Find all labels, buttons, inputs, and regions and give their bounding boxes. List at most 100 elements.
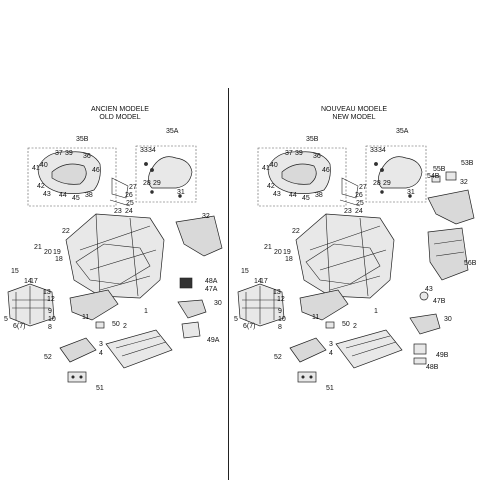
callout-label: 3 — [329, 341, 333, 348]
callout-label: 23 — [344, 208, 352, 215]
callout-label: 13 — [43, 289, 51, 296]
new-model-title-fr: NOUVEAU MODELE — [320, 106, 388, 113]
callout-label: 52 — [44, 354, 52, 361]
callout-label: 51 — [96, 385, 104, 392]
callout-label: 49A — [207, 337, 220, 344]
callout-label: 13 — [273, 289, 281, 296]
callout-label: 28 — [143, 180, 151, 187]
callout-label: 47B — [433, 298, 446, 305]
callout-label: 44 — [289, 192, 297, 199]
callout-label: 36 — [83, 153, 91, 160]
callout-label: 6(7) — [243, 323, 256, 330]
callout-label: 31 — [407, 189, 415, 196]
callout-label: 51 — [326, 385, 334, 392]
callout-label: 50 — [342, 321, 350, 328]
callout-label: 21 — [34, 244, 42, 251]
callout-label: 42 — [267, 183, 275, 190]
callout-label: 19 — [283, 249, 291, 256]
callout-label: 41 — [262, 165, 270, 172]
new-model-title-en: NEW MODEL — [332, 114, 376, 121]
callout-label: 43 — [43, 191, 51, 198]
callout-label: 56B — [464, 260, 477, 267]
callout-label: 26 — [355, 192, 363, 199]
callout-label: 9 — [278, 308, 282, 315]
callout-label: 32 — [460, 179, 468, 186]
callout-label: 9 — [48, 308, 52, 315]
callout-label: 27 — [359, 184, 367, 191]
callout-label: 22 — [62, 228, 70, 235]
callout-label: 15 — [11, 268, 19, 275]
callout-label: 18 — [55, 256, 63, 263]
callout-label: 36 — [313, 153, 321, 160]
callout-label: 29 — [383, 180, 391, 187]
model-divider-line — [228, 88, 229, 480]
callout-label: 46 — [322, 167, 330, 174]
callout-label: 43 — [273, 191, 281, 198]
callout-label: 10 — [278, 316, 286, 323]
old-model-title-fr: ANCIEN MODELE — [91, 106, 149, 113]
callout-label: 40 — [40, 162, 48, 169]
callout-label: 15 — [241, 268, 249, 275]
callout-label: 8 — [278, 324, 282, 331]
callout-label: 39 — [65, 150, 73, 157]
callout-label: 46 — [92, 167, 100, 174]
callout-label: 28 — [373, 180, 381, 187]
callout-label: 14 — [254, 278, 262, 285]
callout-label: 23 — [114, 208, 122, 215]
callout-label: 4 — [99, 350, 103, 357]
callout-label: 14 — [24, 278, 32, 285]
old-model-title-en: OLD MODEL — [99, 114, 141, 121]
callout-label: 47A — [205, 286, 218, 293]
callout-label: 45 — [72, 195, 80, 202]
callout-label: 50 — [112, 321, 120, 328]
callout-label: 54B — [427, 173, 440, 180]
callout-label: 39 — [295, 150, 303, 157]
callout-label: 40 — [270, 162, 278, 169]
callout-label: 24 — [125, 208, 133, 215]
callout-label: 2 — [123, 323, 127, 330]
callout-label: 10 — [48, 316, 56, 323]
callout-label: 49B — [436, 352, 449, 359]
callout-label: 34 — [148, 147, 156, 154]
callout-label: 4 — [329, 350, 333, 357]
callout-label: 12 — [277, 296, 285, 303]
callout-label: 37 — [285, 150, 293, 157]
callout-label: 25 — [356, 200, 364, 207]
callout-label: 17 — [30, 278, 38, 285]
callout-label: 20 — [44, 249, 52, 256]
callout-label: 33 — [140, 147, 148, 154]
callout-label: 26 — [125, 192, 133, 199]
callout-label: 37 — [55, 150, 63, 157]
callout-label: 25 — [126, 200, 134, 207]
callout-label: 41 — [32, 165, 40, 172]
callout-label: 18 — [285, 256, 293, 263]
callout-label: 22 — [292, 228, 300, 235]
callout-label: 38 — [315, 192, 323, 199]
callout-label: 35A — [396, 128, 409, 135]
callout-label: 48B — [426, 364, 439, 371]
callout-label: 17 — [260, 278, 268, 285]
callout-label: 6(7) — [13, 323, 26, 330]
callout-label: 20 — [274, 249, 282, 256]
callout-label: 5 — [4, 316, 8, 323]
callout-label: 12 — [47, 296, 55, 303]
callout-label: 48A — [205, 278, 218, 285]
callout-label: 33 — [370, 147, 378, 154]
callout-label: 1 — [374, 308, 378, 315]
old-model-drawing — [7, 145, 223, 383]
callout-label: 35B — [306, 136, 319, 143]
callout-label: 1 — [144, 308, 148, 315]
callout-label: 3 — [99, 341, 103, 348]
callout-label: 30 — [214, 300, 222, 307]
callout-label: 19 — [53, 249, 61, 256]
callout-label: 31 — [177, 189, 185, 196]
callout-label: 44 — [59, 192, 67, 199]
callout-label: 53B — [461, 160, 474, 167]
callout-label: 21 — [264, 244, 272, 251]
callout-label: 45 — [302, 195, 310, 202]
callout-label: 24 — [355, 208, 363, 215]
callout-label: 35B — [76, 136, 89, 143]
callout-label: 52 — [274, 354, 282, 361]
